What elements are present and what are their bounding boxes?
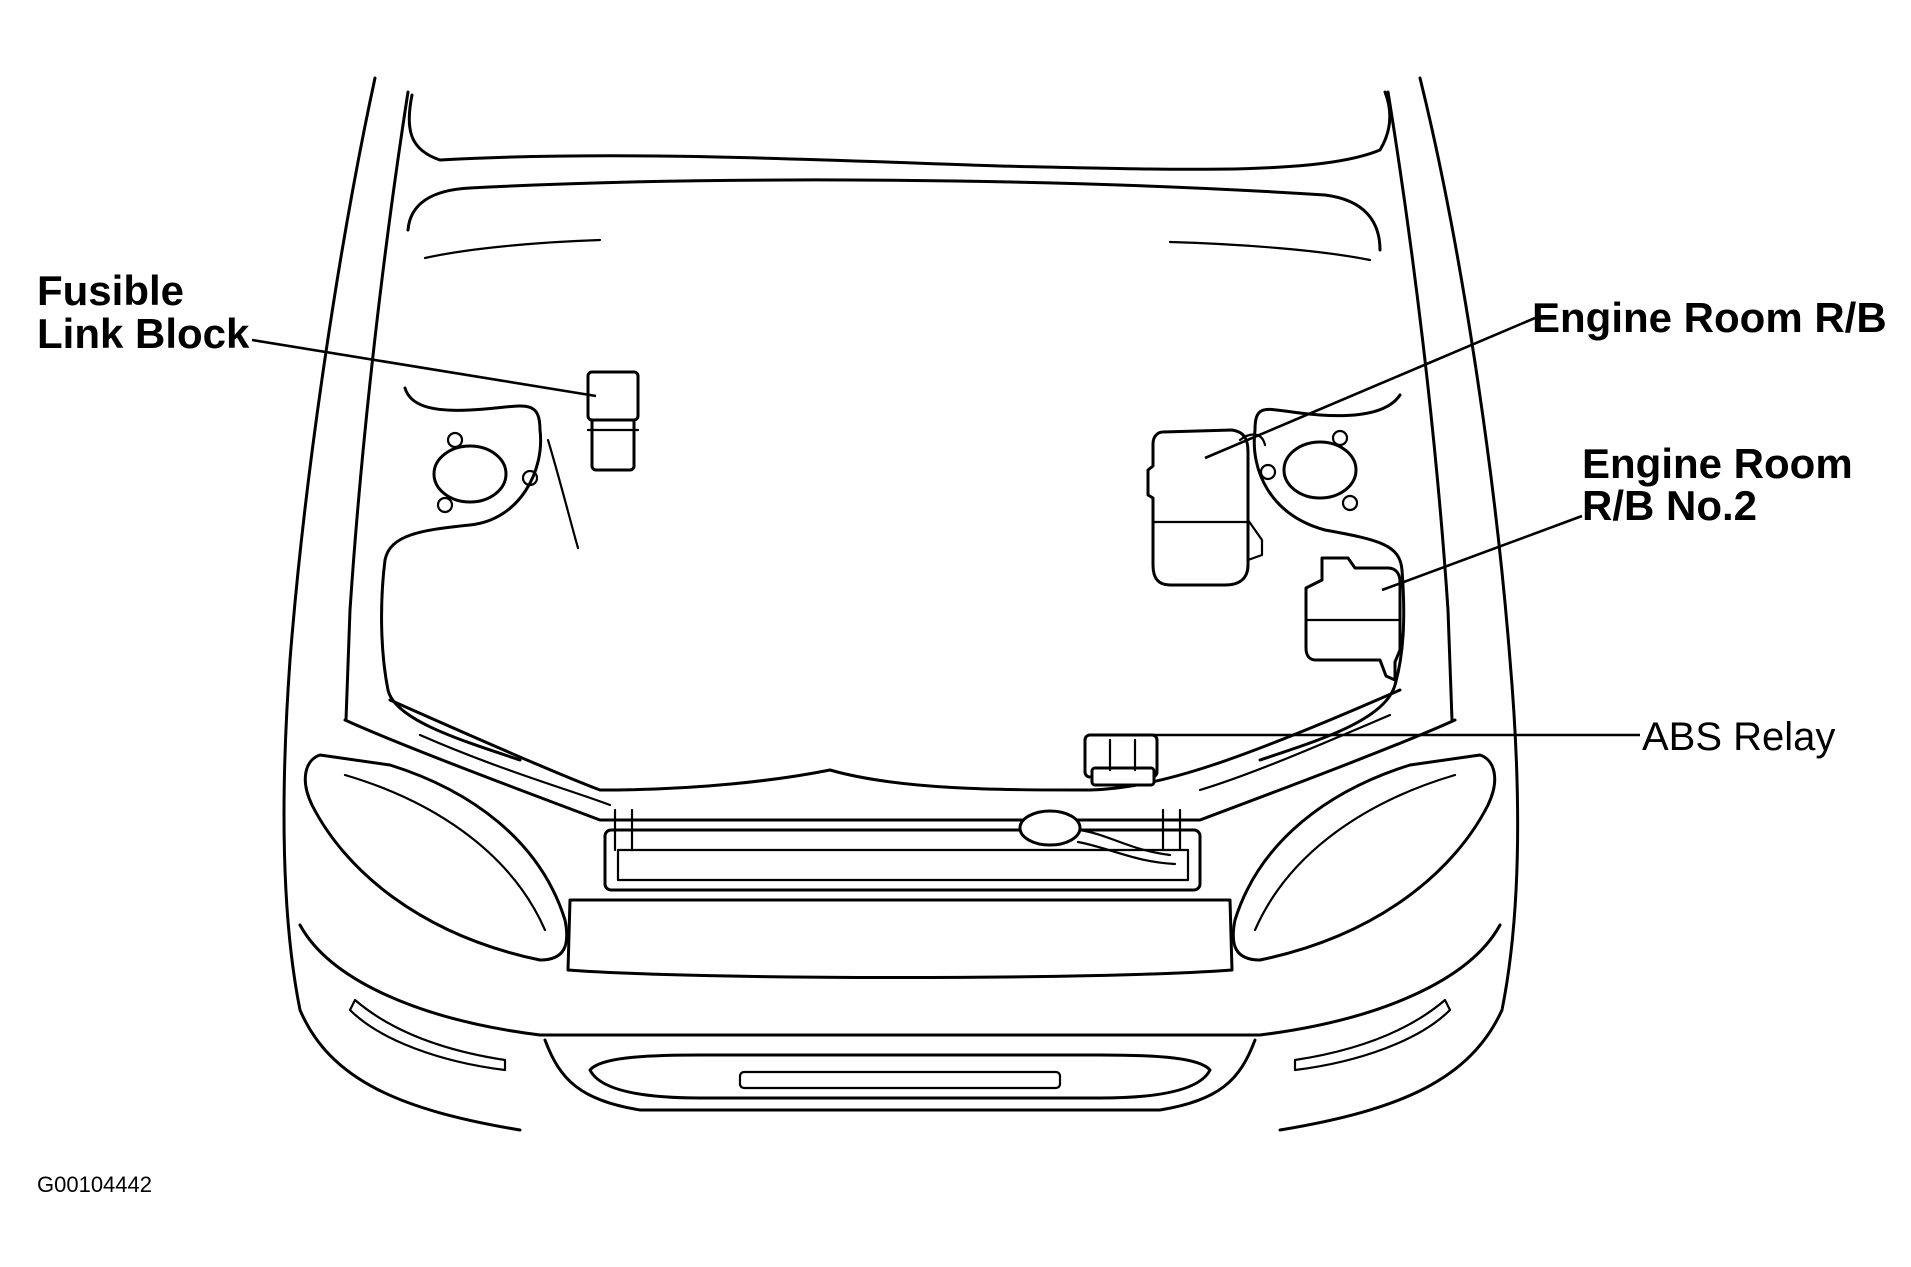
- lower-intake: [588, 1053, 1212, 1100]
- figure-code: G00104442: [37, 1172, 152, 1197]
- radiator-cap: [1018, 809, 1082, 847]
- label-engine-room-rb-no2-line2: R/B No.2: [1582, 482, 1757, 529]
- radiator-support: [603, 828, 1202, 892]
- leader-lines: [251, 316, 1640, 737]
- leader-engine-room-rb: [1204, 316, 1536, 460]
- right-strut-mount: [1282, 440, 1358, 500]
- radiator-top: [616, 848, 1190, 882]
- right-strut-bolt-b: [1259, 463, 1277, 481]
- bay-wall-right: [1168, 240, 1372, 262]
- left-strut-bolt-c: [436, 496, 454, 514]
- leader-engine-room-rb-no2: [1381, 514, 1583, 592]
- cowl-line: [407, 90, 1392, 171]
- abs-relay-part: [1083, 733, 1159, 787]
- label-abs-relay: ABS Relay: [1642, 715, 1835, 759]
- intake-slot: [738, 1070, 1062, 1090]
- bumper-lower: [543, 1038, 1257, 1112]
- headlamp-right-inner: [1253, 773, 1457, 932]
- headlamp-right: [1231, 753, 1497, 962]
- left-strut-bolt-a: [446, 431, 464, 449]
- right-strut-bolt-c: [1341, 494, 1359, 512]
- label-engine-room-rb: Engine Room R/B: [1532, 294, 1887, 341]
- left-strut-mount: [432, 444, 508, 504]
- fusible-link-block-part: [586, 370, 640, 472]
- radiator-hose: [1076, 828, 1177, 866]
- bumper-top: [298, 923, 1502, 1037]
- engine-room-rb-body: [1146, 428, 1250, 587]
- left-strut-bolt-b: [521, 469, 539, 487]
- left-fender-inner: [344, 90, 410, 722]
- label-engine-room-rb-no2-line1: Engine Room: [1582, 440, 1853, 487]
- vehicle-outline: [282, 76, 1520, 1132]
- bay-front-edge-inner: [418, 713, 1392, 807]
- right-body-side: [1278, 76, 1520, 1132]
- fog-lamp-left: [348, 998, 507, 1072]
- callout-labels: Fusible Link Block Engine Room R/B Engin…: [37, 267, 1887, 759]
- leader-fusible-link-block: [251, 338, 597, 398]
- engine-bay-opening: [406, 178, 1382, 252]
- fog-lamp-right: [1293, 998, 1452, 1072]
- label-fusible-link-block-line1: Fusible: [37, 267, 184, 314]
- headlamp-left-inner: [343, 773, 547, 932]
- bay-front-edge: [388, 688, 1402, 792]
- right-strut-area: [1252, 393, 1406, 762]
- bay-wall-left: [423, 238, 602, 260]
- left-strut-area: [380, 386, 543, 762]
- abs-relay-base: [1090, 766, 1156, 787]
- right-strut-bolt-a: [1331, 429, 1349, 447]
- label-fusible-link-block-line2: Link Block: [37, 310, 250, 357]
- upper-grille: [566, 898, 1234, 979]
- left-fender-seam: [546, 438, 580, 550]
- engine-room-rb-no2-part: [1304, 556, 1402, 682]
- engine-room-rb-part: [1146, 428, 1267, 587]
- left-body-side: [282, 76, 522, 1132]
- engine-room-rb-bracket: [1238, 433, 1267, 562]
- right-fender-inner: [1386, 90, 1454, 722]
- hood-leading-edge: [343, 718, 1457, 822]
- headlamp-left: [303, 753, 569, 962]
